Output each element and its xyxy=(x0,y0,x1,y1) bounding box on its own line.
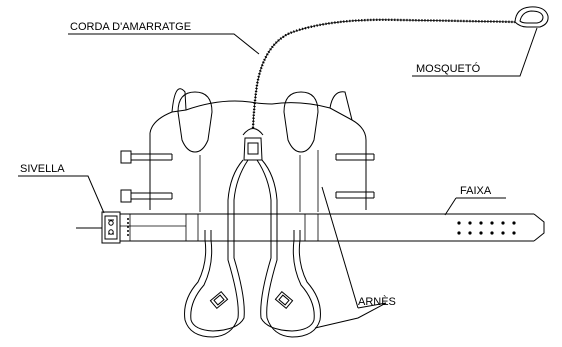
right-shoulder-pad xyxy=(283,91,319,153)
buckle-label: SIVELLA xyxy=(20,163,65,175)
carabiner xyxy=(514,6,549,28)
belt-holes xyxy=(127,218,516,236)
belt-label: FAIXA xyxy=(460,185,492,197)
vest-panel xyxy=(149,88,367,210)
carabiner-label: MOSQUETÓ xyxy=(416,62,481,75)
belt xyxy=(76,213,545,242)
left-side-straps xyxy=(120,150,173,203)
leader-lines xyxy=(18,27,538,329)
right-side-straps xyxy=(335,153,375,199)
harness-loops xyxy=(184,159,321,338)
left-shoulder-pad xyxy=(177,91,213,153)
harness-label: ARNÈS xyxy=(358,295,396,308)
dorsal-d-ring xyxy=(242,128,264,161)
vest-seams xyxy=(199,150,319,212)
buckle xyxy=(101,211,121,244)
rope-label: CORDA D'AMARRATGE xyxy=(70,21,191,33)
